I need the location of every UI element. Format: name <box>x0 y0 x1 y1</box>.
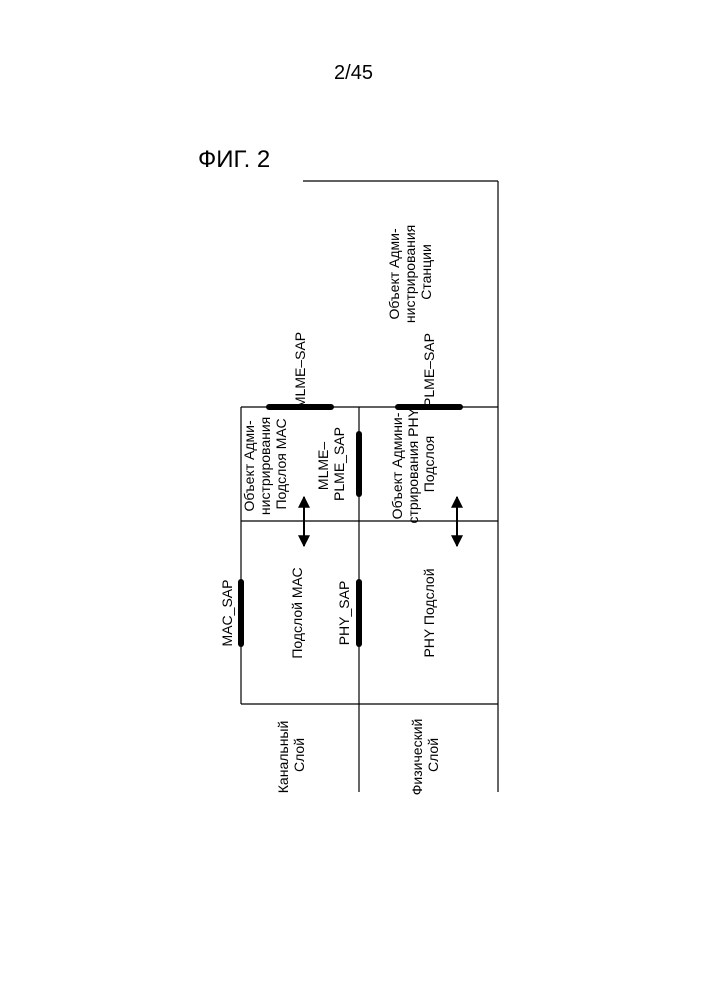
station-management-line-3: Станции <box>418 244 434 300</box>
station-management-label: Объект Адми- нистрирования Станции <box>386 221 434 323</box>
mac-management-line-1: Объект Адми- <box>241 420 257 512</box>
mac-management-line-2: нистрирования <box>257 417 273 515</box>
mac-sublayer-label: Подслой МАС <box>289 567 305 658</box>
phy-management-line-3: Подслоя <box>421 436 437 492</box>
phy-sap-label: PHY_SAP <box>336 581 352 646</box>
station-management-line-2: нистрирования <box>402 225 418 323</box>
mlme-sap-label: MLME–SAP <box>292 332 308 408</box>
phy-management-line-2: стрирования PHY <box>405 407 421 523</box>
mac-management-label: Объект Адми- нистрирования Подслоя МАС <box>241 413 289 515</box>
data-link-layer-label: Канальный Слой <box>275 717 307 793</box>
phy-sublayer-label: PHY Подслой <box>421 568 437 657</box>
station-management-line-1: Объект Адми- <box>386 228 402 320</box>
mac-sap-label: MAC_SAP <box>219 580 235 647</box>
mlme-plme-sap-label: MLME– PLME_SAP <box>315 427 347 501</box>
plme-sap-label: PLME–SAP <box>421 333 437 407</box>
phy-management-label: Объект Админи- стрирования PHY Подслоя <box>389 404 437 523</box>
mac-management-line-3: Подслоя МАС <box>273 418 289 509</box>
phy-management-line-1: Объект Админи- <box>389 412 405 519</box>
physical-layer-label: Физический Слой <box>409 715 441 795</box>
